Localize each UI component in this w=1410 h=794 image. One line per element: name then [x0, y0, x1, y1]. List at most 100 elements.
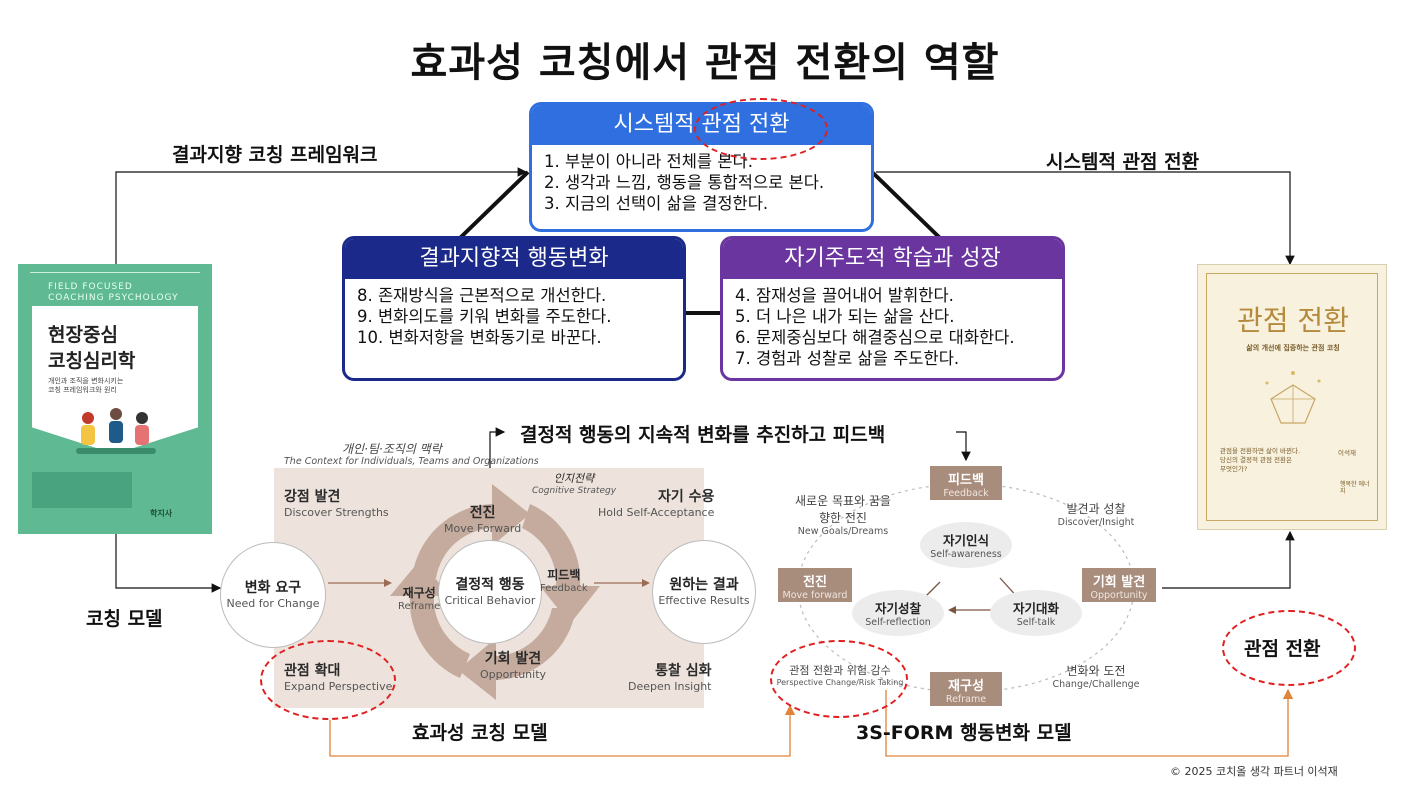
highlight-ellipse-expand: [260, 640, 396, 720]
list-item: 6. 문제중심보다 해결중심으로 대화한다.: [735, 328, 1015, 347]
goals-ko-2: 향한 전진: [819, 511, 867, 525]
challenge-ko: 변화와 도전: [1066, 664, 1126, 678]
opportunity-en: Opportunity: [480, 668, 547, 681]
book-right-quote: 관점을 전환하면 삶이 바뀐다. 당신의 결정적 관점 전환은 무엇인가?: [1220, 447, 1300, 474]
reflection-en: Self-reflection: [865, 617, 931, 628]
form-feedback-en: Feedback: [943, 488, 989, 499]
list-item: 1. 부분이 아니라 전체를 본다.: [544, 152, 753, 171]
results-en: Effective Results: [658, 594, 750, 607]
goals-en: New Goals/Dreams: [797, 526, 889, 537]
feedback-label: 피드백 Feedback: [540, 566, 588, 594]
discover-ko: 발견과 성찰: [1066, 502, 1126, 516]
list-item: 8. 존재방식을 근본적으로 개선한다.: [357, 286, 607, 305]
strengths-en: Discover Strengths: [284, 506, 389, 519]
awareness-ko: 자기인식: [942, 533, 989, 548]
form-forward-ko: 전진: [803, 575, 827, 590]
quote-line: 관점을 전환하면 삶이 바뀐다.: [1220, 447, 1301, 455]
book-right-publisher: 행복한 에너지: [1340, 481, 1370, 495]
book-en-title-1: FIELD FOCUSED: [48, 282, 133, 292]
need-ko: 변화 요구: [244, 580, 302, 596]
need-en: Need for Change: [226, 597, 320, 610]
list-item: 3. 지금의 선택이 삶을 결정한다.: [544, 194, 769, 213]
reframe-ko: 재구성: [402, 586, 436, 600]
book-title-2: 코칭심리학: [48, 350, 136, 372]
forward-en: Move Forward: [444, 522, 522, 535]
form-feedback-box: 피드백 Feedback: [930, 466, 1002, 500]
self-learning-box: 자기주도적 학습과 성장 4. 잠재성을 끌어내어 발휘한다. 5. 더 나은 …: [720, 236, 1065, 381]
system-shift-label: 시스템적 관점 전환: [1046, 151, 1200, 173]
book-blurb: [32, 472, 132, 508]
book-right-author: 이석재: [1338, 449, 1356, 457]
self-reflection-oval: 자기성찰 Self-reflection: [852, 590, 944, 636]
quote-line: 무엇인가?: [1220, 465, 1248, 473]
book-publisher: 학지사: [150, 509, 173, 518]
page-title: 효과성 코칭에서 관점 전환의 역할: [410, 40, 1000, 86]
book-subtitle-1: 개인과 조직을 변화시키는: [48, 377, 124, 385]
acceptance-label: 자기 수용 Hold Self-Acceptance: [598, 486, 714, 519]
form-model-label: 3S-FORM 행동변화 모델: [856, 722, 1072, 744]
talk-en: Self-talk: [1016, 617, 1056, 628]
challenge-en: Change/Challenge: [1052, 679, 1140, 690]
book-title-1: 현장중심: [48, 324, 118, 346]
highlight-ellipse-risk: [770, 640, 908, 718]
acceptance-en: Hold Self-Acceptance: [598, 506, 715, 519]
flow-arrows: [328, 579, 650, 587]
form-reframe-ko: 재구성: [948, 679, 984, 694]
effect-model-label: 효과성 코칭 모델: [412, 722, 548, 744]
divider: [30, 272, 200, 273]
cognitive-en: Cognitive Strategy: [532, 486, 617, 496]
discover-en: Discover/Insight: [1057, 517, 1135, 528]
form-forward-en: Move forward: [782, 590, 848, 601]
quote-line: 당신의 결정적 관점 전환은: [1220, 456, 1292, 464]
book-frame: [1206, 273, 1378, 521]
list-item: 9. 변화의도를 키워 변화를 주도한다.: [357, 307, 612, 326]
forward-ko: 전진: [469, 505, 496, 521]
book-en-title-2: COACHING PSYCHOLOGY: [48, 293, 179, 303]
insight-ko: 통찰 심화: [655, 663, 712, 679]
insight-label: 통찰 심화 Deepen Insight: [628, 660, 712, 693]
new-goals-label: 새로운 목표와 꿈을 향한 전진 New Goals/Dreams: [790, 492, 896, 537]
book-subtitle-2: 코칭 프레임워크와 원리: [48, 386, 117, 394]
form-opportunity-ko: 기회 발견: [1092, 575, 1146, 590]
opportunity-label: 기회 발견 Opportunity: [480, 648, 546, 681]
perspective-shift-label: 관점 전환: [1244, 638, 1321, 660]
cognitive-ko: 인지전략: [553, 472, 595, 485]
people-illustration: [76, 408, 156, 454]
context-ko: 개인·팀·조직의 맥락: [342, 442, 442, 456]
results-ko: 원하는 결과: [669, 577, 739, 593]
result-box-title: 결과지향적 행동변화: [345, 239, 683, 279]
diamond-illustration: [1265, 371, 1321, 424]
highlight-ellipse-shift: [1222, 610, 1356, 686]
self-talk-oval: 자기대화 Self-talk: [990, 590, 1082, 636]
form-opportunity-en: Opportunity: [1090, 590, 1148, 601]
context-en: The Context for Individuals, Teams and O…: [284, 456, 539, 467]
insight-en: Deepen Insight: [628, 680, 712, 693]
list-item: 2. 생각과 느낌, 행동을 통합적으로 본다.: [544, 173, 825, 192]
feedback-drive-label: 결정적 행동의 지속적 변화를 추진하고 피드백: [520, 424, 886, 446]
reframe-label: 재구성 Reframe: [398, 584, 440, 612]
copyright: © 2025 코치올 생각 파트너 이석재: [1170, 765, 1338, 778]
cycle-arrows: [390, 484, 600, 700]
strengths-ko: 강점 발견: [284, 489, 341, 505]
need-for-change-circle: 변화 요구 Need for Change: [220, 542, 326, 648]
form-opportunity-box: 기회 발견 Opportunity: [1082, 568, 1156, 602]
form-feedback-ko: 피드백: [948, 473, 984, 488]
form-reframe-box: 재구성 Reframe: [930, 672, 1002, 706]
list-item: 7. 경험과 성찰로 삶을 주도한다.: [735, 349, 960, 368]
coaching-model-label: 코칭 모델: [86, 608, 163, 630]
book-cover-right: 관점 전환 삶의 개선에 집중하는 관점 코칭 관점을 전환하면 삶이 바뀐다.…: [1197, 264, 1387, 530]
book-right-subtitle: 삶의 개선에 집중하는 관점 코칭: [1246, 344, 1340, 352]
goals-ko-1: 새로운 목표와 꿈을: [795, 494, 891, 508]
forward-label: 전진 Move Forward: [444, 502, 521, 535]
result-behavior-box: 결과지향적 행동변화 8. 존재방식을 근본적으로 개선한다. 9. 변화의도를…: [342, 236, 686, 381]
self-box-items: 4. 잠재성을 끌어내어 발휘한다. 5. 더 나은 내가 되는 삶을 산다. …: [723, 279, 1062, 369]
effective-results-circle: 원하는 결과 Effective Results: [652, 540, 756, 644]
book-right-title: 관점 전환: [1237, 304, 1349, 337]
talk-ko: 자기대화: [1012, 601, 1059, 616]
form-forward-box: 전진 Move forward: [778, 568, 852, 602]
acceptance-ko: 자기 수용: [657, 489, 715, 505]
cognitive-label: 인지전략 Cognitive Strategy: [532, 470, 616, 496]
self-awareness-oval: 자기인식 Self-awareness: [920, 522, 1012, 568]
system-box-items: 1. 부분이 아니라 전체를 본다. 2. 생각과 느낌, 행동을 통합적으로 …: [532, 145, 871, 214]
